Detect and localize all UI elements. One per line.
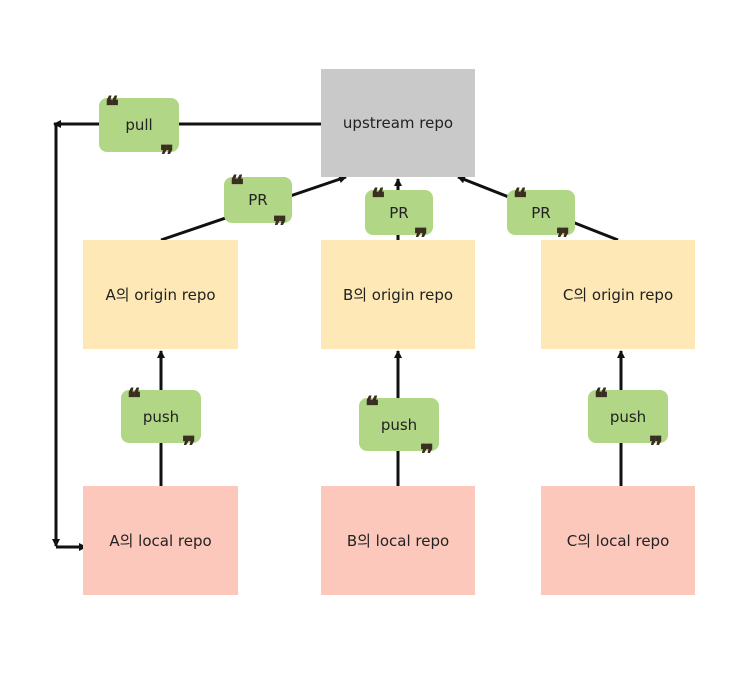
open-quote-icon: ❝	[513, 184, 527, 214]
b-origin-repo-box: B의 origin repo	[321, 240, 475, 349]
c-origin-repo-label: C의 origin repo	[562, 286, 674, 304]
c-local-repo-box: C의 local repo	[541, 486, 695, 595]
close-quote-icon: ❞	[414, 224, 428, 254]
a-local-repo-label: A의 local repo	[109, 532, 212, 550]
push-tag-a: ❝ push ❞	[121, 386, 201, 460]
open-quote-icon: ❝	[127, 384, 141, 414]
close-quote-icon: ❞	[273, 212, 287, 242]
pr-tag-c: ❝ PR ❞	[507, 186, 575, 252]
pr-tag-b: ❝ PR ❞	[365, 186, 433, 252]
push-tag-b: ❝ push ❞	[359, 394, 439, 468]
open-quote-icon: ❝	[105, 92, 119, 122]
open-quote-icon: ❝	[371, 184, 385, 214]
open-quote-icon: ❝	[365, 392, 379, 422]
pr-tag-label: PR	[248, 191, 268, 209]
close-quote-icon: ❞	[420, 440, 434, 470]
close-quote-icon: ❞	[649, 432, 663, 462]
pr-tag-label: PR	[389, 203, 409, 222]
b-local-repo-box: B의 local repo	[321, 486, 475, 595]
push-tag-label: push	[609, 407, 647, 426]
open-quote-icon: ❝	[230, 171, 244, 201]
a-origin-repo-label: A의 origin repo	[105, 286, 216, 304]
upstream-repo-box: upstream repo	[321, 69, 475, 177]
open-quote-icon: ❝	[594, 384, 608, 414]
push-tag-c: ❝ push ❞	[588, 386, 668, 460]
close-quote-icon: ❞	[160, 141, 174, 171]
push-tag-label: push	[142, 407, 180, 426]
a-local-repo-box: A의 local repo	[83, 486, 238, 595]
pr-tag-label: PR	[531, 203, 551, 222]
b-local-repo-label: B의 local repo	[346, 532, 450, 550]
c-origin-repo-box: C의 origin repo	[541, 240, 695, 349]
a-origin-repo-box: A의 origin repo	[83, 240, 238, 349]
close-quote-icon: ❞	[182, 432, 196, 462]
push-tag-label: push	[380, 415, 418, 434]
pull-tag: ❝ pull ❞	[99, 94, 179, 169]
c-local-repo-label: C의 local repo	[566, 532, 670, 550]
b-origin-repo-label: B의 origin repo	[342, 286, 454, 304]
pull-tag-label: pull	[125, 116, 153, 134]
close-quote-icon: ❞	[556, 224, 570, 254]
upstream-repo-label: upstream repo	[342, 114, 454, 132]
pr-tag-a: ❝ PR ❞	[224, 173, 292, 240]
